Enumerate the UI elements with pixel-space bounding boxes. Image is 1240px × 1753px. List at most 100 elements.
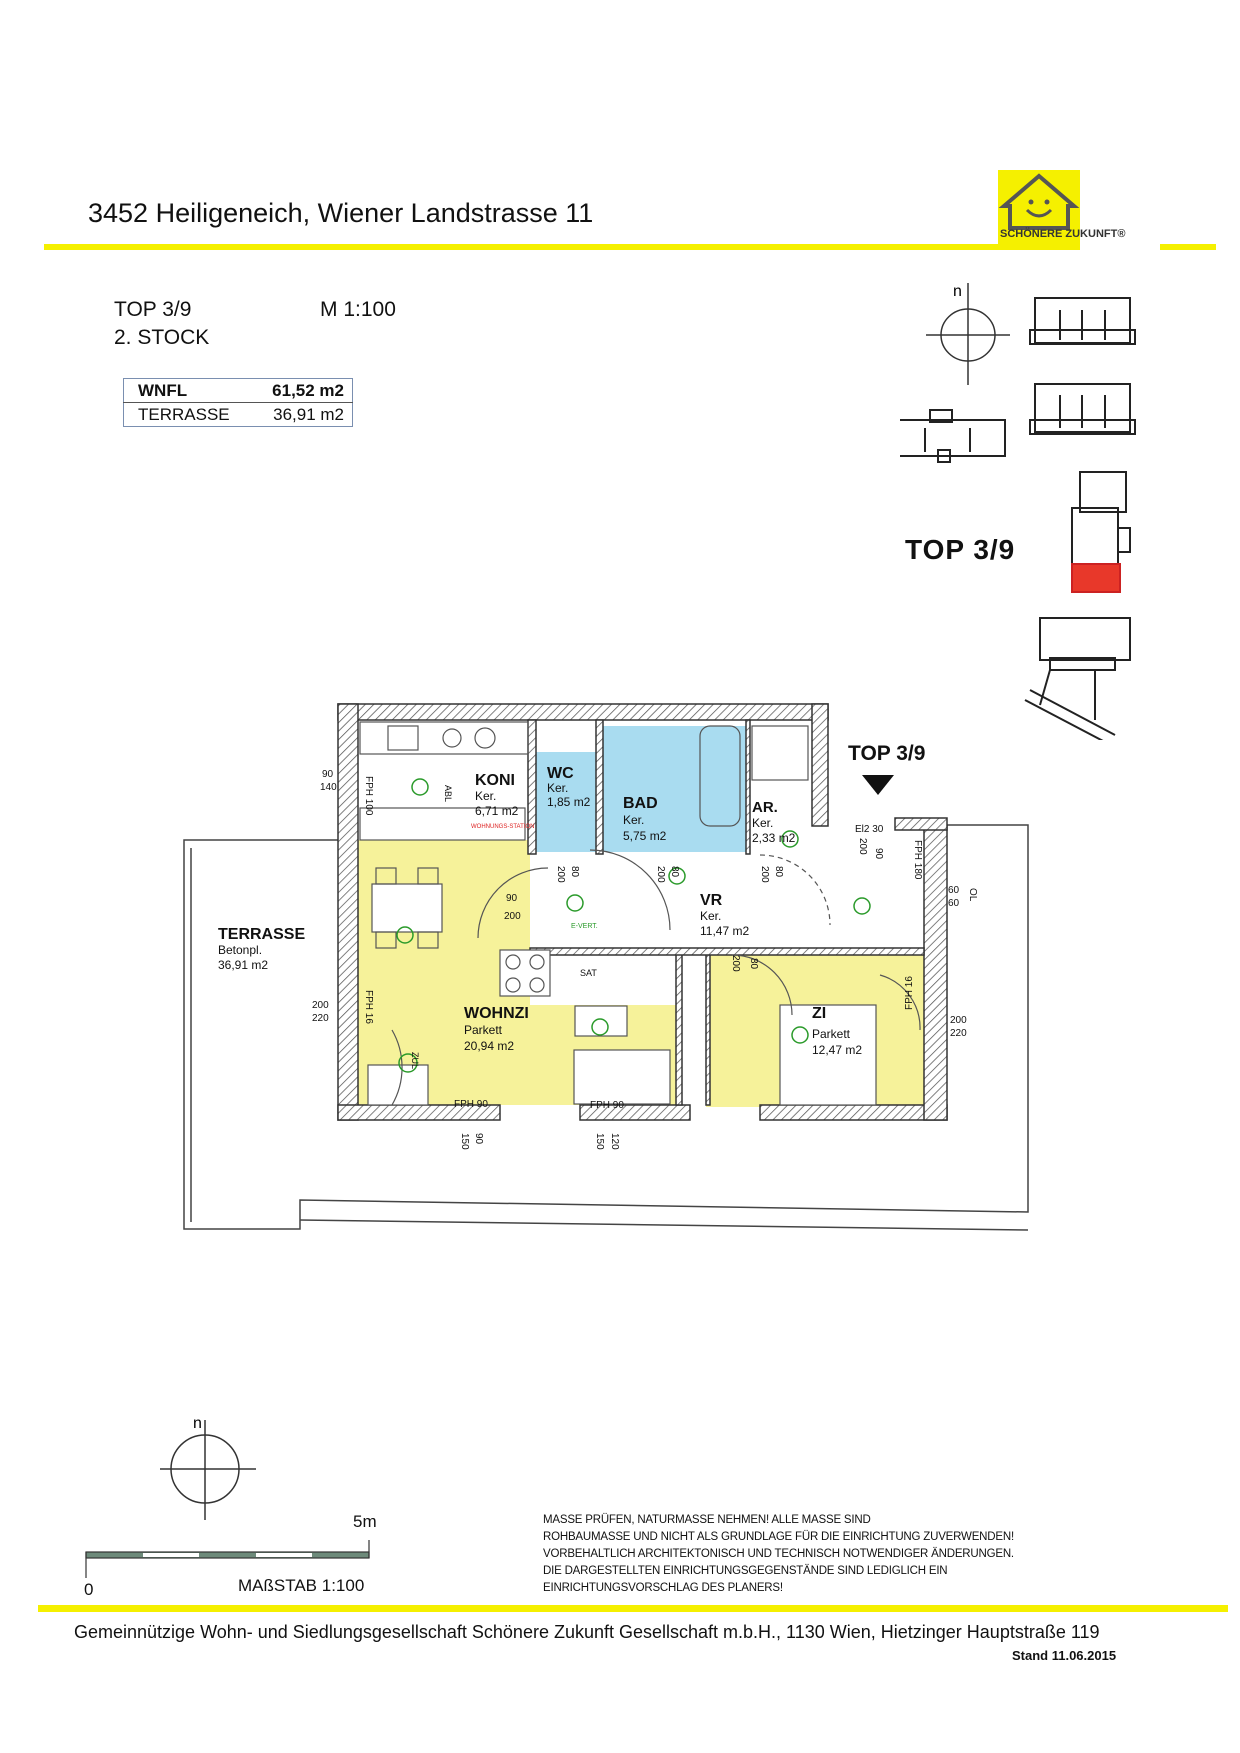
schoenere-zukunft-logo xyxy=(998,170,1080,250)
room-wohnzi xyxy=(358,840,676,1105)
room-wc xyxy=(536,752,596,852)
unit-top: TOP 3/9 xyxy=(114,298,192,321)
room-area: 1,85 m2 xyxy=(547,795,591,809)
el-label: El2 30 xyxy=(855,824,884,835)
compass-label: n xyxy=(953,283,962,300)
svg-text:80: 80 xyxy=(748,958,759,970)
room-area: 5,75 m2 xyxy=(623,829,667,843)
area-value: 61,52 m2 xyxy=(248,378,353,403)
unit-scale: M 1:100 xyxy=(320,298,396,321)
footer-company: Gemeinnützige Wohn- und Siedlungsgesells… xyxy=(74,1622,1100,1642)
evert-label: E-VERT. xyxy=(571,923,598,930)
room-name: ZI xyxy=(812,1005,826,1022)
note-line: DIE DARGESTELLTEN EINRICHTUNGSGEGENSTÄND… xyxy=(543,1565,948,1577)
svg-text:80: 80 xyxy=(773,866,784,878)
area-row-terrasse: TERRASSE 36,91 m2 xyxy=(124,403,353,427)
terrace-outline xyxy=(183,824,1029,1231)
room-floor: Ker. xyxy=(623,813,644,827)
svg-text:200: 200 xyxy=(655,866,666,883)
room-floor: Ker. xyxy=(752,816,773,830)
site-plan-building-2 xyxy=(1029,383,1136,435)
footer-divider xyxy=(38,1605,1228,1612)
note-line: MASSE PRÜFEN, NATURMASSE NEHMEN! ALLE MA… xyxy=(543,1514,871,1526)
room-floor: Ker. xyxy=(475,789,496,803)
room-floor: Parkett xyxy=(464,1023,503,1037)
room-bad xyxy=(603,726,746,852)
svg-text:200: 200 xyxy=(730,955,741,972)
entrance-arrow-icon xyxy=(862,775,894,795)
svg-text:120: 120 xyxy=(609,1133,620,1150)
scale-bar xyxy=(85,1540,370,1578)
area-row-wnfl: WNFL 61,52 m2 xyxy=(123,378,353,403)
fph90-label: FPH 90 xyxy=(454,1099,488,1110)
svg-text:80: 80 xyxy=(669,866,680,878)
wohnungsstation-label: WOHNUNGS-STATION xyxy=(471,824,534,830)
site-plan-building-4 xyxy=(1071,471,1131,569)
north-compass-icon xyxy=(926,283,1010,385)
highlight-unit-label: TOP 3/9 xyxy=(905,534,1016,565)
sat-label: SAT xyxy=(580,968,597,978)
fph90-label: FPH 90 xyxy=(590,1100,624,1111)
light-icons xyxy=(396,778,871,1073)
entrance-label: TOP 3/9 xyxy=(848,742,925,765)
svg-text:200: 200 xyxy=(950,1015,967,1026)
svg-text:200: 200 xyxy=(857,838,868,855)
room-zi xyxy=(706,955,924,1107)
scale-bar-end-label: 5m xyxy=(353,1512,377,1531)
fph100-label: FPH 100 xyxy=(363,776,374,816)
area-label: WNFL xyxy=(123,378,249,403)
footer-date: Stand 11.06.2015 xyxy=(1012,1648,1117,1663)
svg-text:200: 200 xyxy=(312,1000,329,1011)
zul-label: ZUL xyxy=(410,1052,420,1069)
unit-floor: 2. STOCK xyxy=(114,326,210,349)
site-plan-building-1 xyxy=(1029,297,1136,345)
svg-text:150: 150 xyxy=(594,1133,605,1150)
scale-bar-start-label: 0 xyxy=(84,1580,94,1599)
svg-text:140: 140 xyxy=(320,782,337,793)
svg-text:90: 90 xyxy=(322,769,334,780)
abl-label: ABL xyxy=(443,785,453,802)
fph16-label: FPH 16 xyxy=(363,990,374,1024)
svg-text:60: 60 xyxy=(948,898,960,909)
note-line: EINRICHTUNGSVORSCHLAG DES PLANERS! xyxy=(543,1582,783,1594)
room-floor: Parkett xyxy=(812,1027,851,1041)
svg-text:200: 200 xyxy=(504,911,521,922)
svg-text:220: 220 xyxy=(312,1013,329,1024)
compass-label: n xyxy=(193,1415,202,1432)
tv-niche xyxy=(530,955,676,1005)
room-name: WC xyxy=(547,765,574,782)
room-name: TERRASSE xyxy=(218,926,305,943)
note-line: ROHBAUMASSE UND NICHT ALS GRUNDLAGE FÜR … xyxy=(543,1531,1014,1543)
room-area: 20,94 m2 xyxy=(464,1039,514,1053)
area-label: TERRASSE xyxy=(138,405,230,424)
room-area: 12,47 m2 xyxy=(812,1043,862,1057)
page-title: 3452 Heiligeneich, Wiener Landstrasse 11 xyxy=(88,198,594,228)
room-koni xyxy=(358,720,530,840)
room-name: WOHNZI xyxy=(464,1005,529,1022)
svg-text:80: 80 xyxy=(569,866,580,878)
room-area: 2,33 m2 xyxy=(752,831,796,845)
site-overview: n xyxy=(900,283,1136,740)
north-compass-icon-bottom xyxy=(160,1420,256,1520)
highlighted-unit xyxy=(1071,563,1121,593)
dimension-labels: 90 140 200 220 200 220 90 200 60 60 OL 200 80… xyxy=(312,769,978,1150)
room-name: VR xyxy=(700,892,723,909)
room-area: 11,47 m2 xyxy=(700,924,749,938)
area-value: 36,91 m2 xyxy=(273,405,344,424)
svg-text:90: 90 xyxy=(873,848,884,860)
svg-text:90: 90 xyxy=(473,1133,484,1145)
svg-text:OL: OL xyxy=(967,888,978,902)
room-name: BAD xyxy=(623,795,658,812)
logo-text: SCHÖNERE ZUKUNFT® xyxy=(1000,228,1126,240)
header-divider xyxy=(44,244,999,250)
room-name: AR. xyxy=(752,799,778,816)
header-divider-right xyxy=(1160,244,1216,250)
fph180-label: FPH 180 xyxy=(912,840,923,880)
svg-text:220: 220 xyxy=(950,1028,967,1039)
fph16-label: FPH 16 xyxy=(904,976,915,1010)
disclaimer-notes: MASSE PRÜFEN, NATURMASSE NEHMEN! ALLE MA… xyxy=(543,1512,1014,1597)
svg-text:60: 60 xyxy=(948,885,960,896)
note-line: VORBEHALTLICH ARCHITEKTONISCH UND TECHNI… xyxy=(543,1548,1014,1560)
